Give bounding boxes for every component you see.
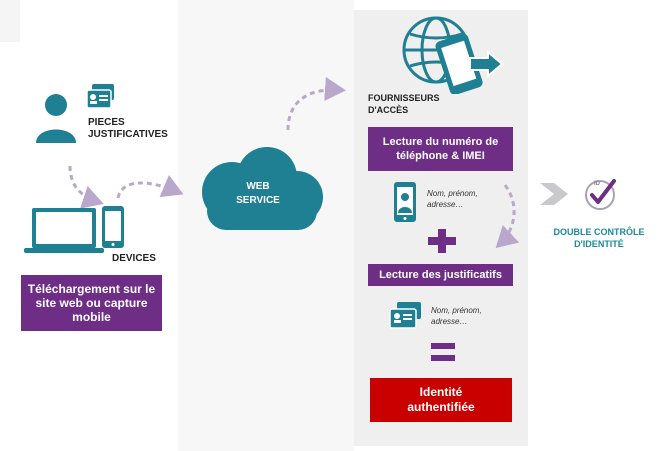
arrow-devices-to-cloud [116,175,184,199]
id-badge-text: ID [594,181,600,187]
equals-icon [431,343,455,361]
phone-details: Nom, prénom, adresse… [427,189,478,209]
background-shape [0,0,20,42]
plus-icon [428,229,456,253]
id-check-icon [585,179,616,210]
pieces-label: PIECES JUSTIFICATIVES [88,117,168,140]
double-check-label: DOUBLE CONTRÔLE D'IDENTITÉ [553,227,645,249]
arrow-user-to-devices [68,165,104,209]
id-card-icon [86,84,114,109]
laptop-icon [24,208,104,253]
docs-reading-box: Lecture des justificatifs [368,264,513,286]
user-icon [36,94,76,143]
doc-details: Nom, prénom, adresse… [431,306,482,326]
devices-label: DEVICES [112,253,156,264]
identity-box: Identité authentifiée [370,378,512,422]
upload-box: Téléchargement sur le site web ou captur… [21,275,162,331]
globe-phone-icon [402,16,504,94]
id-card-icon [389,302,421,329]
phone-reading-box: Lecture du numéro de téléphone & IMEI [368,127,513,171]
smartphone-icon [102,206,124,248]
arrow-phone-to-docs [495,184,520,249]
chevron-right-icon [540,183,568,205]
phone-user-icon [394,182,416,222]
providers-label: FOURNISSEURS D'ACCÈS [368,93,440,115]
web-service-label: WEB SERVICE [236,181,280,206]
web-service-cloud [202,147,323,230]
arrow-cloud-to-providers [286,77,346,131]
